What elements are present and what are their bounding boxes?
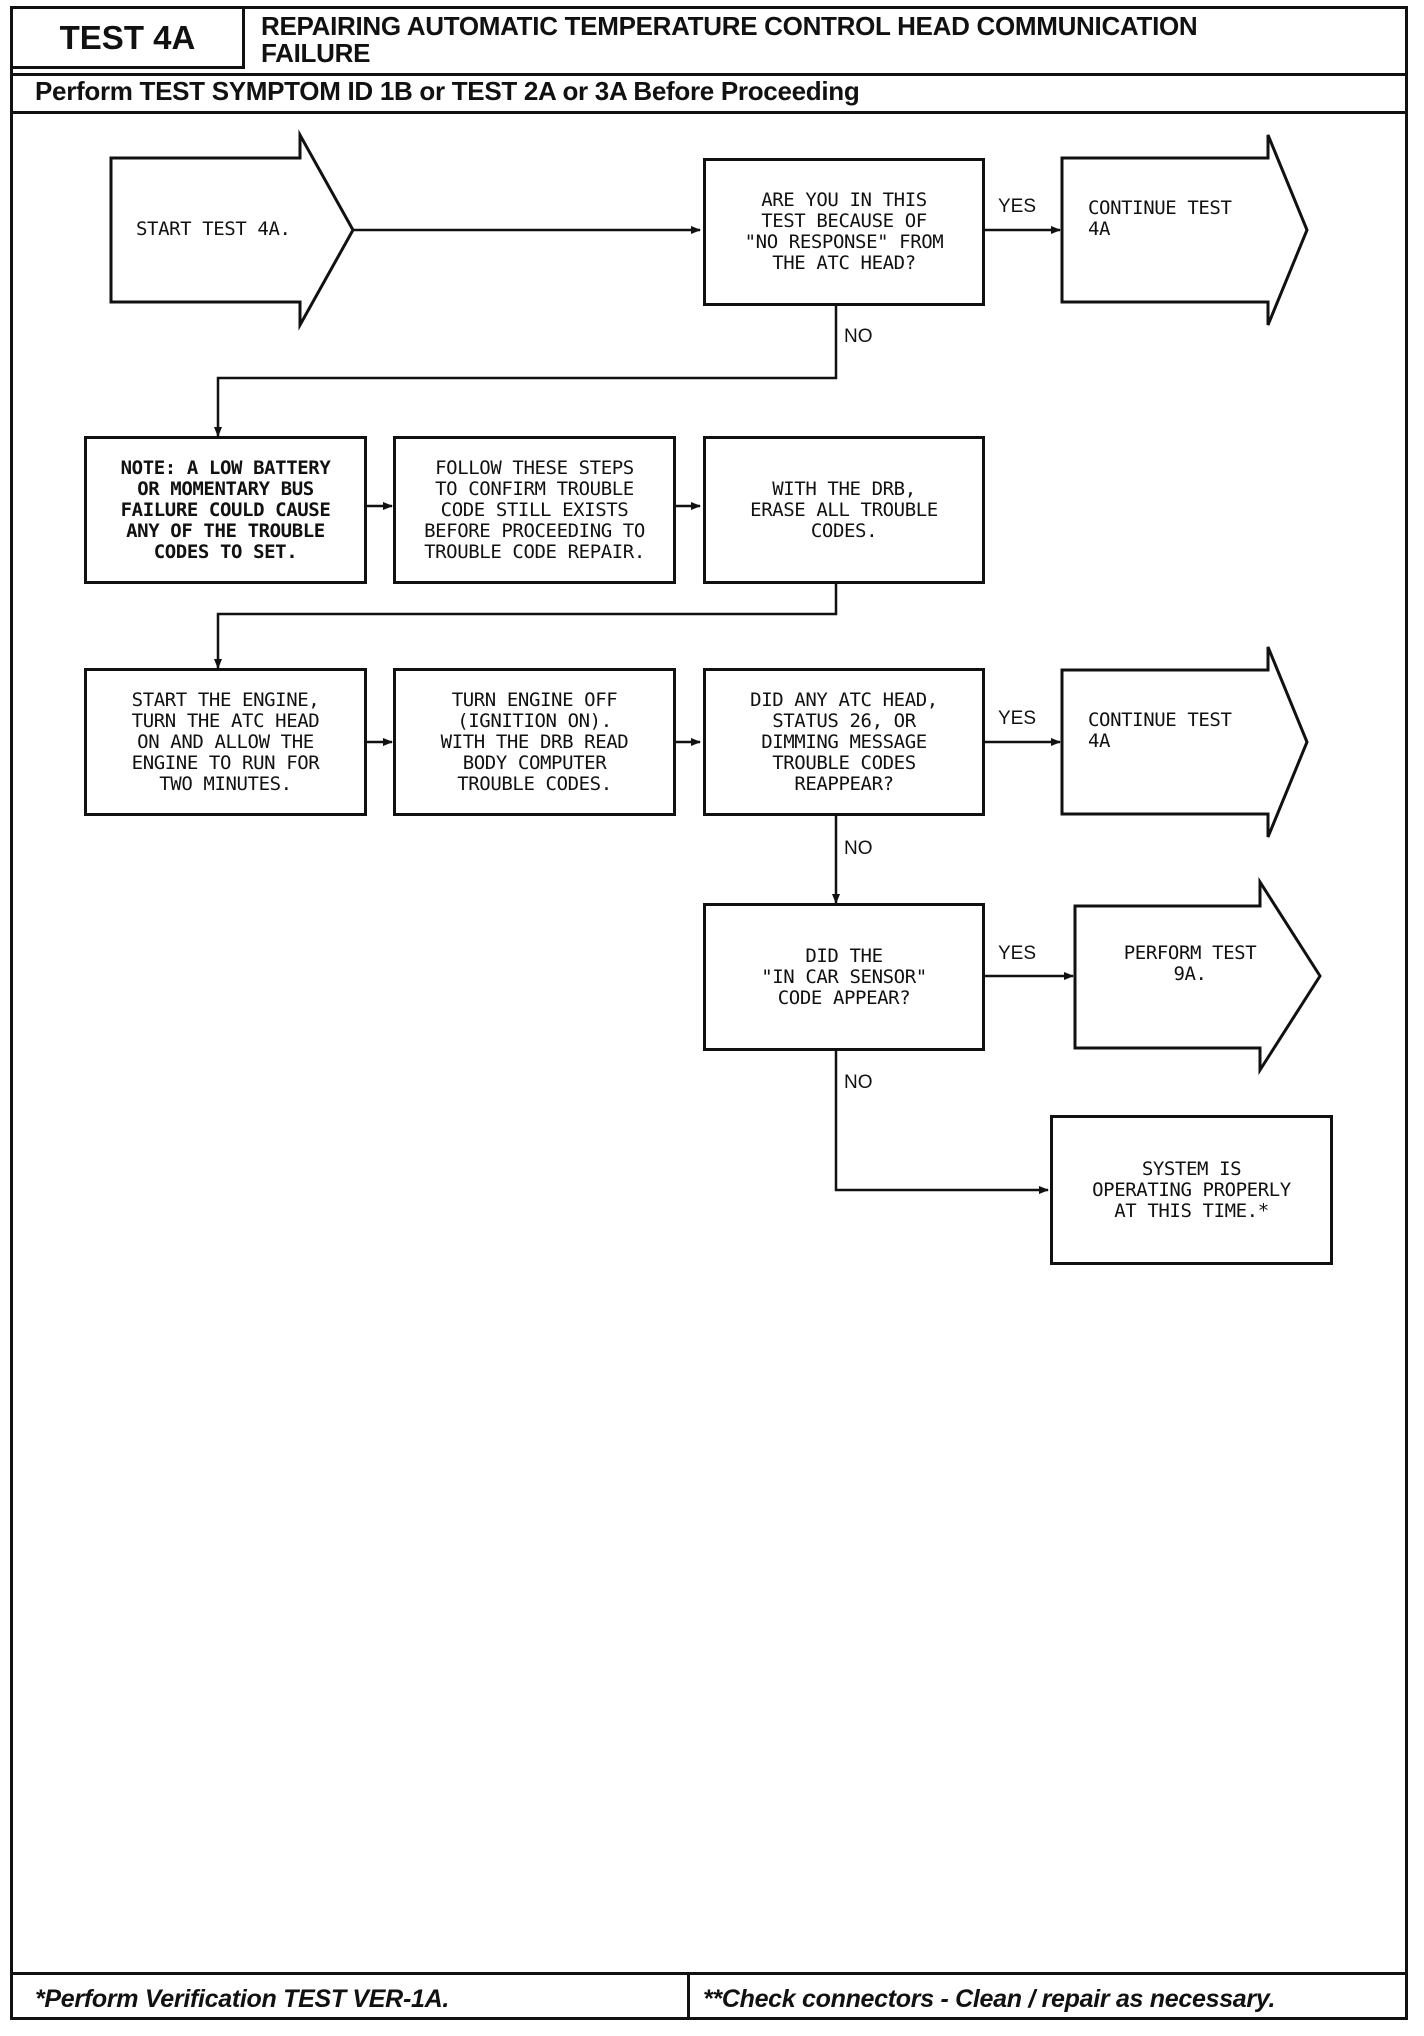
yes-label-2: YES	[998, 708, 1037, 729]
result-system-ok-text: SYSTEM IS OPERATING PROPERLY AT THIS TIM…	[1092, 1157, 1291, 1222]
step-start-engine: START THE ENGINE, TURN THE ATC HEAD ON A…	[84, 668, 367, 816]
yes-label-1: YES	[998, 196, 1037, 217]
decision-no-response-text: ARE YOU IN THIS TEST BECAUSE OF "NO RESP…	[744, 189, 944, 274]
step-engine-off-text: TURN ENGINE OFF (IGNITION ON). WITH THE …	[440, 688, 629, 795]
title-line-1: REPAIRING AUTOMATIC TEMPERATURE CONTROL …	[261, 11, 1198, 41]
yes-label-3: YES	[998, 943, 1037, 964]
decision-in-car-sensor: DID THE "IN CAR SENSOR" CODE APPEAR?	[703, 903, 985, 1051]
no-label-2: NO	[844, 838, 873, 859]
continue-arrow-shape-2	[1060, 646, 1309, 838]
step-engine-off: TURN ENGINE OFF (IGNITION ON). WITH THE …	[393, 668, 676, 816]
header-divider	[13, 73, 1405, 76]
footer-divider	[13, 1972, 1405, 1975]
continue-test-label-2: CONTINUE TEST 4A	[1088, 709, 1232, 752]
note-low-battery-text: NOTE: A LOW BATTERY OR MOMENTARY BUS FAI…	[120, 456, 331, 563]
prerequisite-note: Perform TEST SYMPTOM ID 1B or TEST 2A or…	[35, 76, 860, 106]
footnote-verification: *Perform Verification TEST VER-1A.	[35, 1985, 449, 2013]
footnote-connectors: **Check connectors - Clean / repair as n…	[703, 1985, 1276, 2013]
title-line-2: FAILURE	[261, 38, 371, 68]
no-label-1: NO	[844, 326, 873, 347]
result-system-ok: SYSTEM IS OPERATING PROPERLY AT THIS TIM…	[1050, 1115, 1333, 1265]
step-follow-steps: FOLLOW THESE STEPS TO CONFIRM TROUBLE CO…	[393, 436, 676, 584]
header-divider-bottom	[13, 111, 1405, 114]
decision-in-car-sensor-text: DID THE "IN CAR SENSOR" CODE APPEAR?	[761, 944, 927, 1009]
test-id-label: TEST 4A	[13, 9, 245, 69]
perform-9a-arrow-shape	[1073, 876, 1322, 1076]
start-arrow-shape	[109, 129, 355, 331]
step-follow-steps-text: FOLLOW THESE STEPS TO CONFIRM TROUBLE CO…	[424, 456, 645, 563]
step-erase-codes-text: WITH THE DRB, ERASE ALL TROUBLE CODES.	[750, 477, 938, 542]
decision-no-response: ARE YOU IN THIS TEST BECAUSE OF "NO RESP…	[703, 158, 985, 306]
step-start-engine-text: START THE ENGINE, TURN THE ATC HEAD ON A…	[131, 688, 320, 795]
note-low-battery: NOTE: A LOW BATTERY OR MOMENTARY BUS FAI…	[84, 436, 367, 584]
decision-codes-reappear: DID ANY ATC HEAD, STATUS 26, OR DIMMING …	[703, 668, 985, 816]
no-label-3: NO	[844, 1072, 873, 1093]
step-erase-codes: WITH THE DRB, ERASE ALL TROUBLE CODES.	[703, 436, 985, 584]
page-title: REPAIRING AUTOMATIC TEMPERATURE CONTROL …	[261, 13, 1381, 67]
continue-arrow-shape-1	[1060, 134, 1309, 326]
start-test-label: START TEST 4A.	[136, 218, 291, 240]
footer-split	[687, 1975, 690, 2017]
perform-test-9a-label: PERFORM TEST 9A.	[1123, 942, 1257, 985]
decision-codes-reappear-text: DID ANY ATC HEAD, STATUS 26, OR DIMMING …	[750, 688, 938, 795]
continue-test-label-1: CONTINUE TEST 4A	[1088, 197, 1232, 240]
